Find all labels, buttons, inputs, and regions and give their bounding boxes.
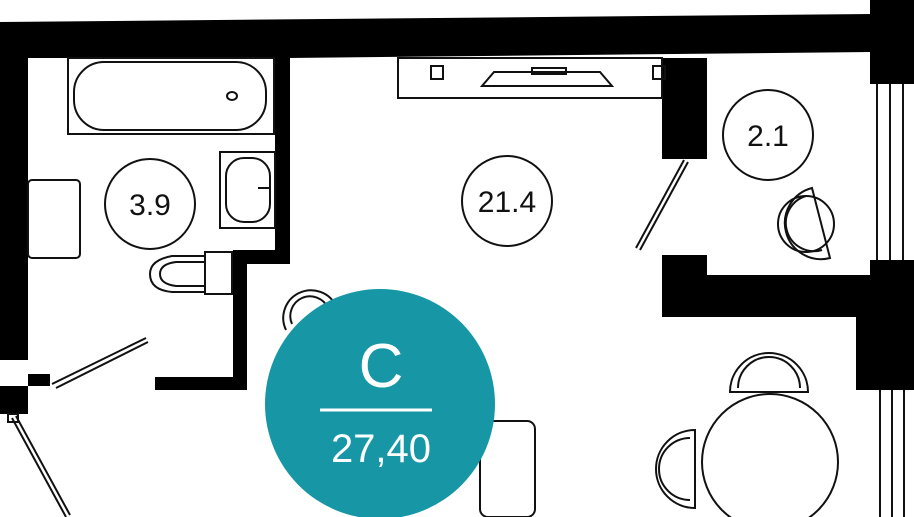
entry-door-hinge: [7, 413, 19, 423]
right-wall-mid: [870, 260, 914, 390]
balcony-furniture: [777, 186, 835, 261]
living-furniture: [282, 57, 839, 517]
balcony-door-inner: [639, 161, 689, 251]
bath-partition-right: [275, 52, 290, 264]
living-chair: [282, 289, 337, 331]
bathtub-basin: [73, 61, 267, 131]
balcony-door: [635, 159, 685, 249]
room-area-bathroom: 3.9: [104, 158, 196, 250]
bath-wall-stub: [28, 374, 50, 386]
bath-door: [51, 337, 147, 385]
room-area-balcony: 2.1: [722, 89, 814, 181]
room-area-bathroom-label: 3.9: [129, 189, 171, 222]
top-wall: [0, 14, 872, 58]
bath-partition-bottom: [155, 377, 245, 390]
sofa: [479, 420, 536, 517]
doors: [7, 159, 689, 517]
entry-door-inner: [15, 415, 71, 516]
room-areas: 3.9 21.4 2.1: [104, 89, 814, 250]
dining-chair-top: [728, 352, 810, 393]
room-area-living-label: 21.4: [478, 186, 536, 219]
bathroom-fixtures: [27, 57, 276, 295]
room-area-living: 21.4: [461, 155, 553, 247]
bath-partition-step: [233, 250, 290, 264]
apartment-type-letter: C: [359, 332, 404, 401]
bathtub: [67, 57, 275, 135]
left-wall: [0, 22, 28, 360]
sink-basin: [225, 157, 271, 223]
sink-cabinet: [219, 151, 276, 229]
balcony-wall-bottom: [662, 275, 877, 317]
walls: [0, 0, 914, 414]
right-pillar: [856, 300, 876, 390]
apartment-badge-circle: [265, 289, 495, 517]
toilet-seat: [158, 261, 205, 287]
bath-partition-lower: [233, 250, 247, 390]
toilet: [148, 251, 233, 295]
balcony-wall-upper: [662, 58, 707, 159]
room-area-balcony-label: 2.1: [747, 120, 789, 153]
left-wall-lower: [0, 386, 28, 414]
bath-door-inner: [55, 341, 149, 389]
bathtub-drain: [226, 91, 238, 101]
apartment-badge: C 27,40: [265, 289, 495, 517]
dining-table: [701, 393, 839, 517]
dining-chair-left: [655, 428, 696, 510]
tv: [479, 71, 615, 87]
washing-machine: [27, 179, 81, 259]
windows: [876, 84, 905, 517]
entry-door: [11, 417, 67, 517]
apartment-total-area: 27,40: [331, 427, 431, 471]
right-wall-top: [870, 0, 914, 84]
balcony-chair: [783, 186, 832, 261]
